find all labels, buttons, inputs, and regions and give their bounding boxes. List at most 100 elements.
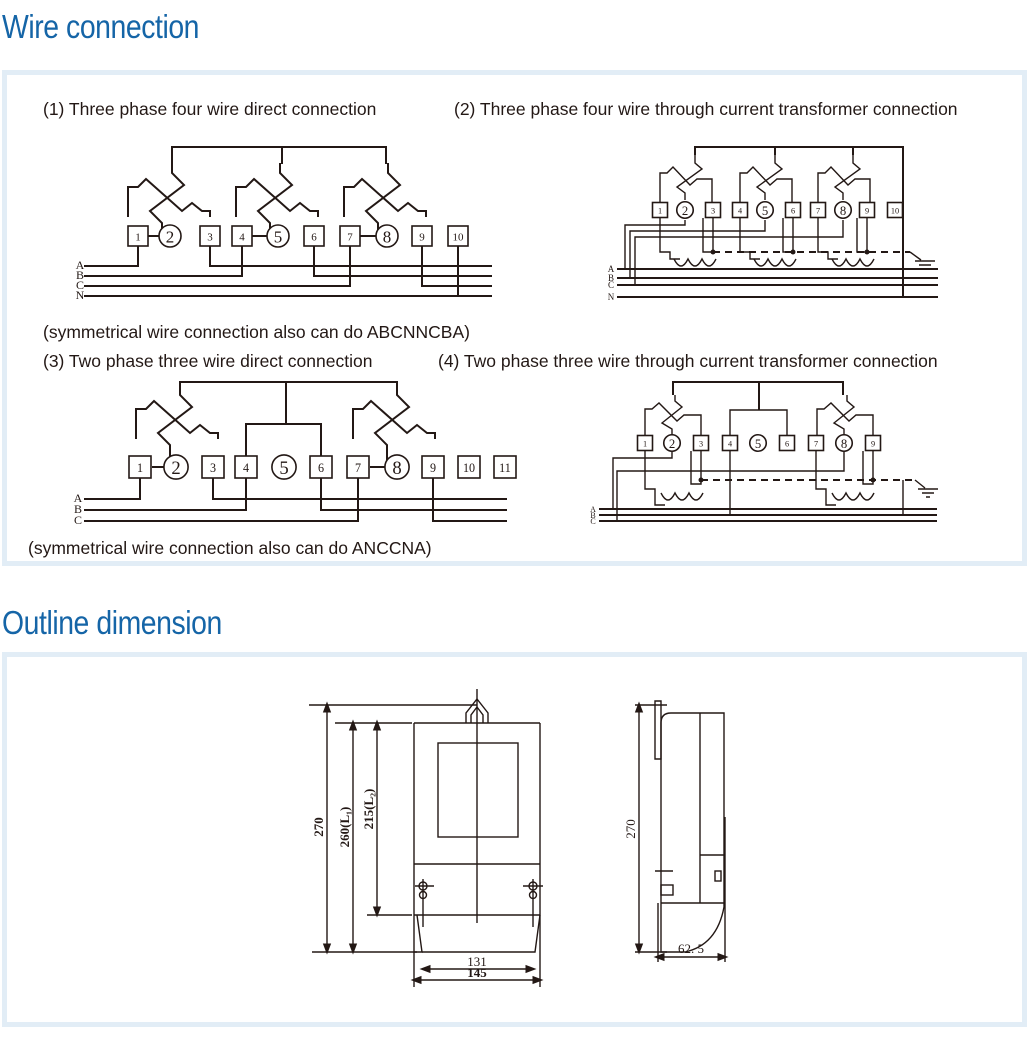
junction-1 bbox=[698, 477, 704, 483]
element-3-voltage-coil bbox=[364, 163, 402, 239]
terminal-8-circle bbox=[375, 224, 399, 248]
terminal-1-box bbox=[128, 455, 152, 479]
line-b-in bbox=[84, 478, 247, 511]
terminal-2-circle bbox=[662, 433, 682, 453]
terminal-8-label: 8 bbox=[841, 437, 847, 451]
wire bbox=[694, 146, 904, 297]
terminal-7-label: 7 bbox=[347, 231, 353, 243]
terminal-5-label: 5 bbox=[274, 227, 283, 246]
terminal-6-box bbox=[309, 455, 333, 479]
terminal-2-label: 2 bbox=[171, 458, 180, 479]
terminal-4-box bbox=[721, 434, 739, 452]
terminal-6-label: 6 bbox=[791, 206, 795, 215]
terminal-7-box bbox=[346, 455, 370, 479]
terminal-8-label: 8 bbox=[383, 227, 392, 246]
terminal-9-box bbox=[858, 201, 876, 219]
side-view-drawing: 270 62. 5 bbox=[623, 700, 729, 962]
element-1-current-coil bbox=[644, 402, 702, 435]
line-c-in bbox=[84, 478, 359, 522]
wire bbox=[171, 146, 387, 164]
ct-2-coil bbox=[753, 257, 797, 267]
terminal-1-box bbox=[651, 201, 669, 219]
element-1-voltage-coil bbox=[148, 163, 186, 239]
dim-270-side: 270 bbox=[623, 819, 638, 839]
phase-label-c: C bbox=[590, 517, 595, 526]
phase-label-a: A bbox=[608, 264, 615, 274]
terminal-2-label: 2 bbox=[669, 437, 675, 451]
terminal-8-circle bbox=[384, 454, 410, 480]
ct-1-primary bbox=[644, 451, 665, 506]
terminal-8-circle bbox=[834, 433, 854, 453]
terminal-3-box bbox=[199, 225, 221, 247]
terminal-10-label: 10 bbox=[453, 231, 465, 243]
terminal-3-box bbox=[692, 434, 710, 452]
outline-dimension-panel: 270 260(L₁) 215(L₂) 131 145 270 bbox=[2, 652, 1027, 1027]
ct-2-primary bbox=[815, 451, 836, 506]
terminal-5-label: 5 bbox=[755, 437, 761, 451]
phase-label-c: C bbox=[76, 278, 84, 292]
terminal-8-label: 8 bbox=[392, 458, 401, 479]
terminal-5-circle bbox=[271, 454, 297, 480]
phase-label-a: A bbox=[76, 258, 85, 272]
ct-1-coil bbox=[660, 491, 704, 501]
terminal-1-label: 1 bbox=[643, 439, 647, 448]
element-1-current-coil bbox=[659, 165, 713, 202]
voltage-tap-3 bbox=[634, 220, 844, 285]
terminal-4-box bbox=[234, 455, 258, 479]
element-2-voltage-coil bbox=[755, 155, 784, 200]
line-b-out bbox=[313, 246, 492, 277]
ct-2-secondary bbox=[862, 451, 874, 485]
phase-label-b: B bbox=[608, 273, 614, 283]
element-2-current-coil bbox=[816, 402, 874, 435]
terminal-3-label: 3 bbox=[699, 439, 703, 448]
element-1-current-coil bbox=[135, 399, 219, 439]
junction-2 bbox=[870, 477, 876, 483]
phase-label-b: B bbox=[74, 502, 82, 516]
terminal-2-circle bbox=[675, 200, 695, 220]
line-a-out bbox=[212, 478, 507, 500]
element-2-current-coil bbox=[739, 165, 793, 202]
terminal-5-circle bbox=[755, 200, 775, 220]
junction-1 bbox=[710, 249, 716, 255]
element-1-voltage-coil bbox=[675, 155, 704, 200]
neutral-bridge bbox=[729, 409, 788, 435]
terminal-7-label: 7 bbox=[355, 461, 361, 475]
terminal-5-label: 5 bbox=[279, 458, 288, 479]
terminal-2-circle bbox=[163, 454, 189, 480]
terminal-10-box bbox=[886, 201, 904, 219]
element-1-current-coil bbox=[127, 177, 211, 217]
terminal-3-label: 3 bbox=[210, 461, 216, 475]
terminal-5-circle bbox=[748, 433, 768, 453]
terminal-7-label: 7 bbox=[816, 206, 820, 215]
phase-label-n: N bbox=[76, 288, 85, 302]
terminal-7-label: 7 bbox=[814, 439, 818, 448]
wire-connection-panel: (1) Three phase four wire direct connect… bbox=[2, 70, 1027, 566]
element-2-voltage-coil bbox=[256, 163, 294, 239]
terminal-8-circle bbox=[833, 200, 853, 220]
phase-label-b: B bbox=[76, 268, 84, 282]
element-2-current-coil bbox=[235, 177, 319, 217]
terminal-9-label: 9 bbox=[419, 231, 425, 243]
element-3-current-coil bbox=[343, 177, 427, 217]
phase-label-b: B bbox=[590, 511, 595, 520]
terminal-1-label: 1 bbox=[135, 231, 141, 243]
terminal-2-label: 2 bbox=[166, 227, 175, 246]
line-a-in bbox=[84, 246, 139, 267]
terminal-11-box bbox=[493, 455, 517, 479]
terminal-2-label: 2 bbox=[682, 204, 688, 218]
ct-1-coil bbox=[673, 257, 717, 267]
junction-2 bbox=[790, 249, 796, 255]
terminal-1-label: 1 bbox=[137, 461, 143, 475]
terminal-9-label: 9 bbox=[871, 439, 875, 448]
terminal-6-label: 6 bbox=[318, 461, 324, 475]
terminal-1-label: 1 bbox=[658, 206, 662, 215]
terminal-5-label: 5 bbox=[762, 204, 768, 218]
ct-2-coil bbox=[831, 491, 875, 501]
element-1-voltage-coil bbox=[156, 385, 194, 461]
wire bbox=[179, 381, 398, 387]
terminal-6-box bbox=[303, 225, 325, 247]
terminal-10-box bbox=[457, 455, 481, 479]
phase-label-a: A bbox=[590, 505, 596, 514]
